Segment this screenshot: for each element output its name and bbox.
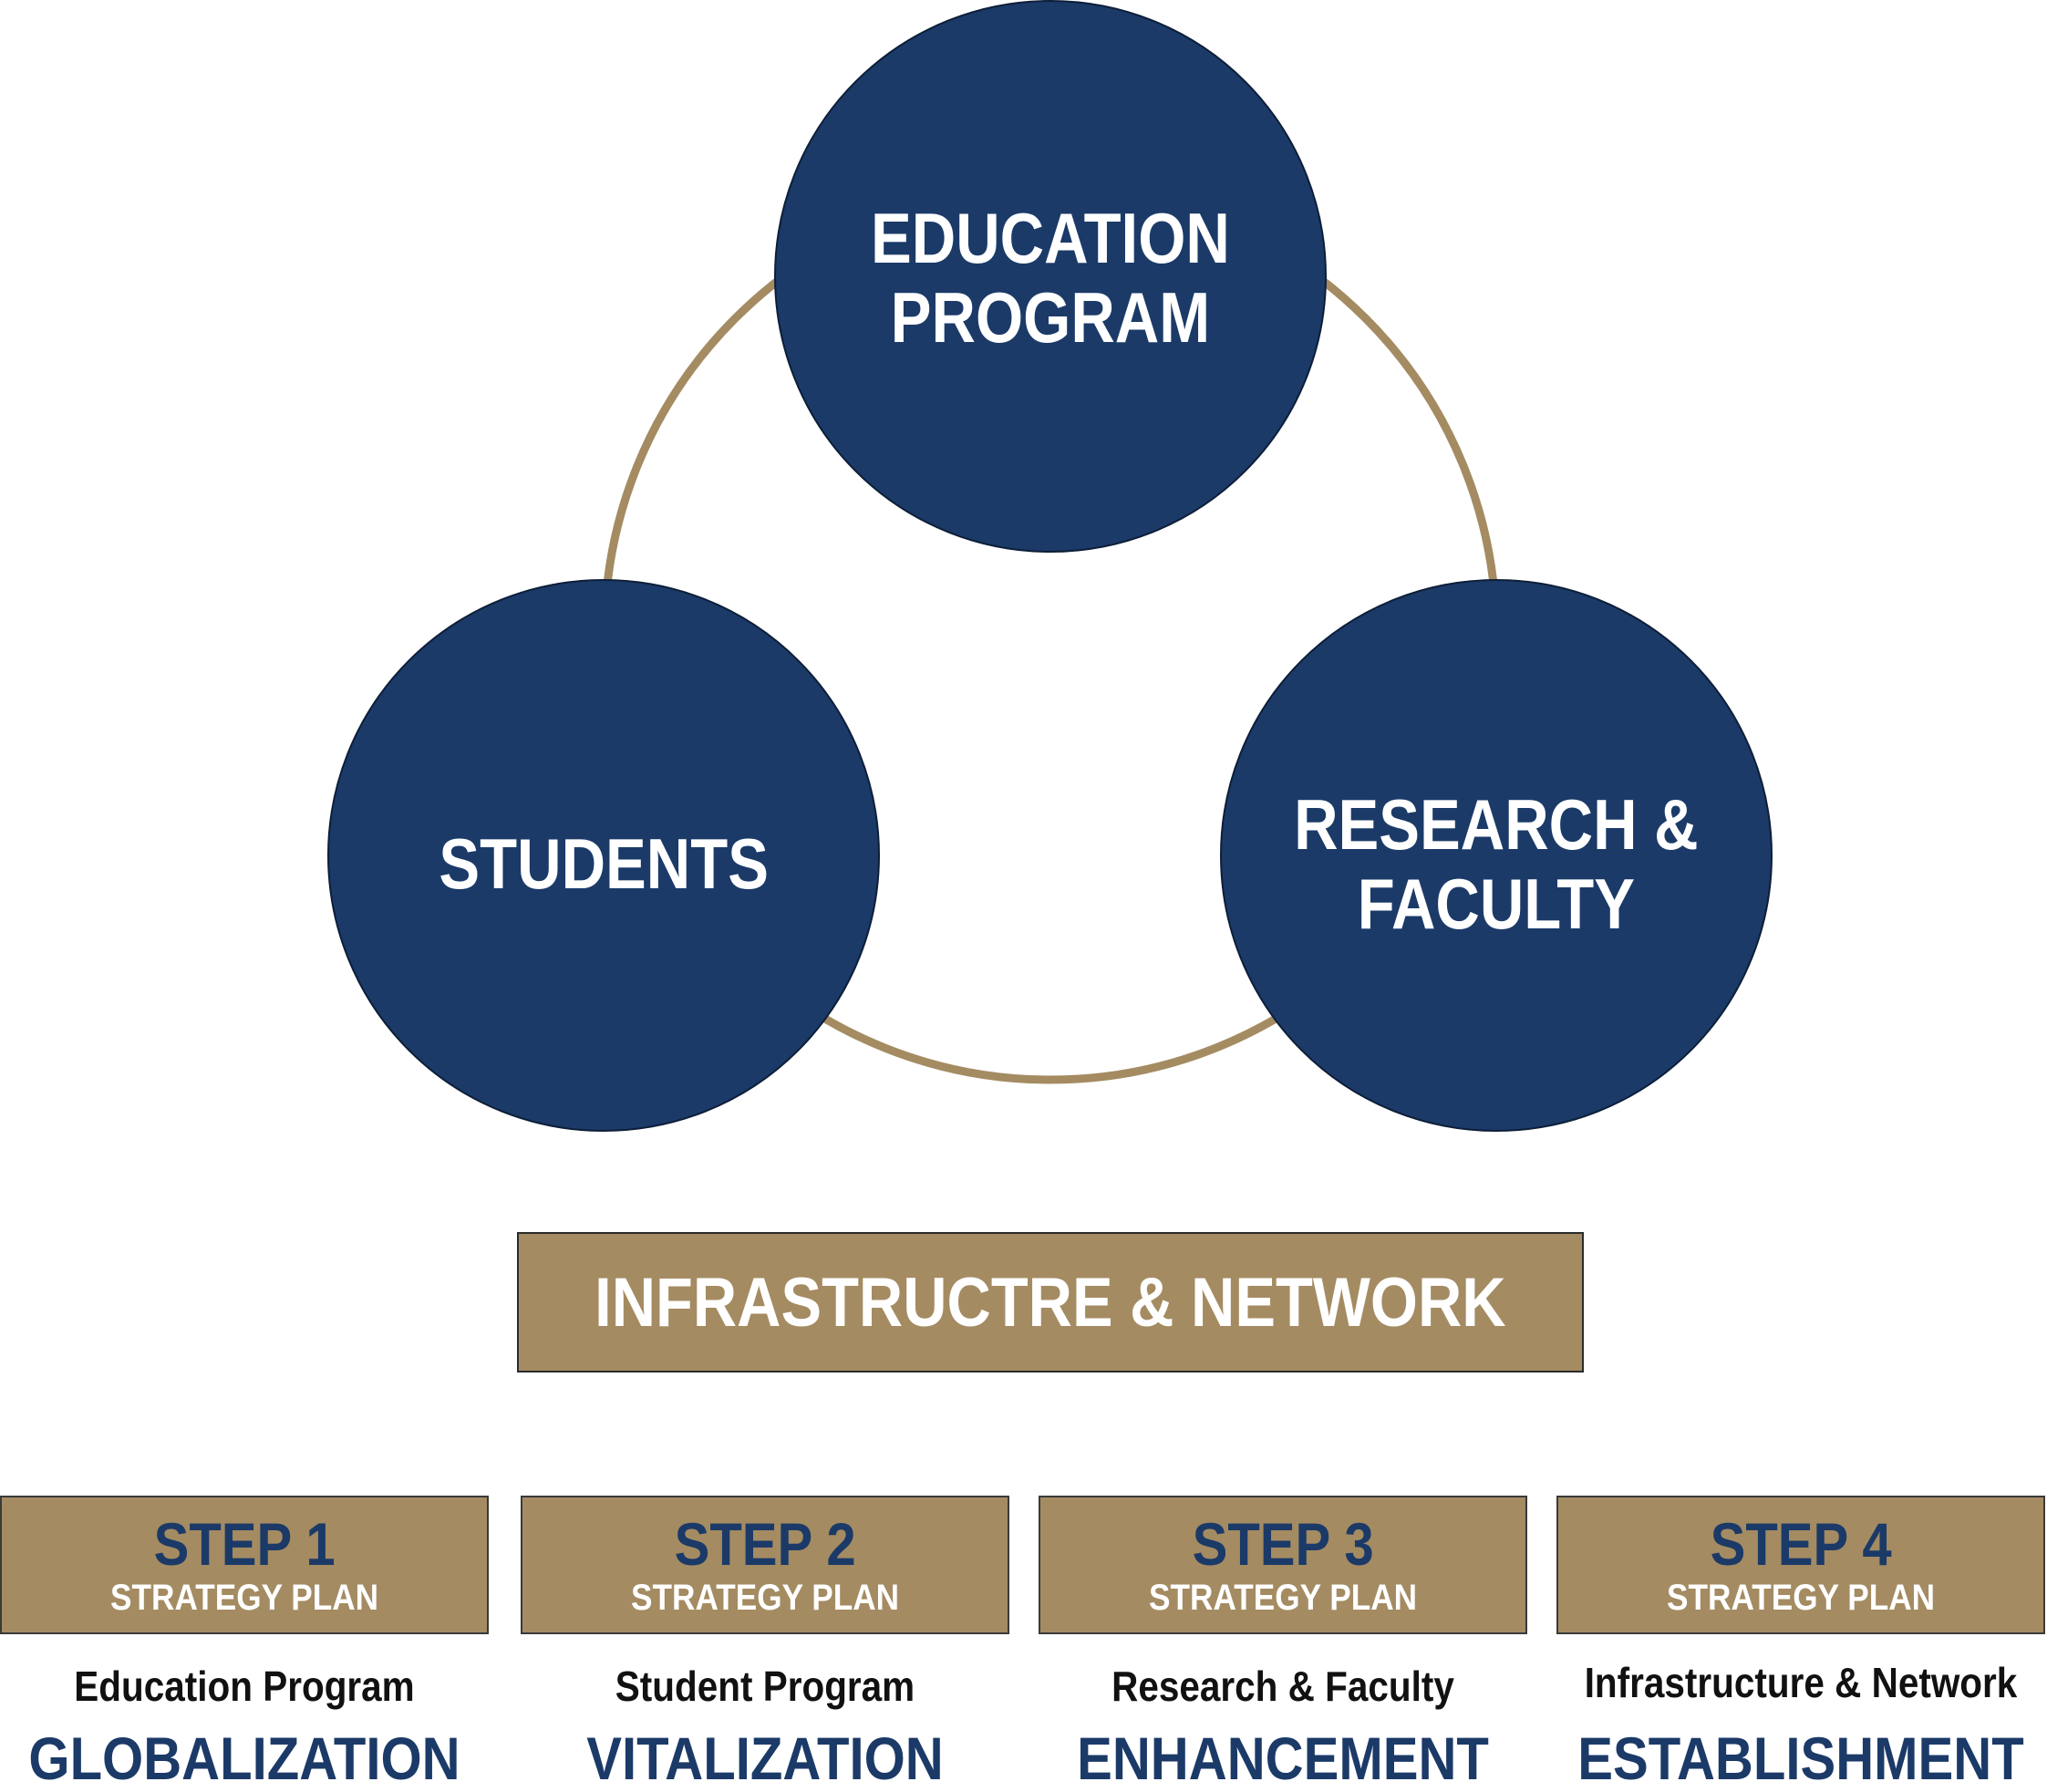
step-3-subtitle: STRATEGY PLAN (1148, 1578, 1418, 1618)
circle-label-education-program: EDUCATION PROGRAM (871, 197, 1230, 357)
step-3-caption: Research & Faculty (1111, 1663, 1454, 1710)
step-3-box: STEP 3 STRATEGY PLAN (1039, 1496, 1527, 1634)
step-1-title: STEP 1 (153, 1510, 336, 1578)
circle-research-faculty: RESEARCH & FACULTY (1220, 579, 1773, 1132)
step-4-box: STEP 4 STRATEGY PLAN (1556, 1496, 2045, 1634)
circle-label-research-faculty: RESEARCH & FACULTY (1294, 783, 1699, 944)
step-4-subtitle: STRATEGY PLAN (1666, 1578, 1936, 1618)
step-4-title: STEP 4 (1710, 1510, 1892, 1578)
circle-students: STUDENTS (327, 579, 880, 1132)
step-3-title: STEP 3 (1192, 1510, 1374, 1578)
step-2-title: STEP 2 (674, 1510, 856, 1578)
step-2-box: STEP 2 STRATEGY PLAN (521, 1496, 1009, 1634)
infrastructure-banner-label: INFRASTRUCTRE & NETWORK (594, 1263, 1506, 1341)
infrastructure-banner: INFRASTRUCTRE & NETWORK (517, 1232, 1584, 1372)
step-4-caption: Infrastructure & Network (1584, 1659, 2018, 1706)
step-2-caption: Student Program (615, 1663, 915, 1710)
circle-label-students: STUDENTS (439, 823, 769, 905)
step-1-box: STEP 1 STRATEGY PLAN (0, 1496, 489, 1634)
circle-education-program: EDUCATION PROGRAM (774, 0, 1327, 553)
step-1-goal: GLOBALIZATION (28, 1725, 460, 1792)
step-1-subtitle: STRATEGY PLAN (109, 1578, 379, 1618)
step-4-goal: ESTABLISHMENT (1577, 1725, 2024, 1792)
step-1-caption: Education Program (74, 1663, 415, 1710)
step-3-goal: ENHANCEMENT (1077, 1725, 1489, 1792)
step-2-goal: VITALIZATION (586, 1725, 944, 1792)
step-2-subtitle: STRATEGY PLAN (630, 1578, 900, 1618)
